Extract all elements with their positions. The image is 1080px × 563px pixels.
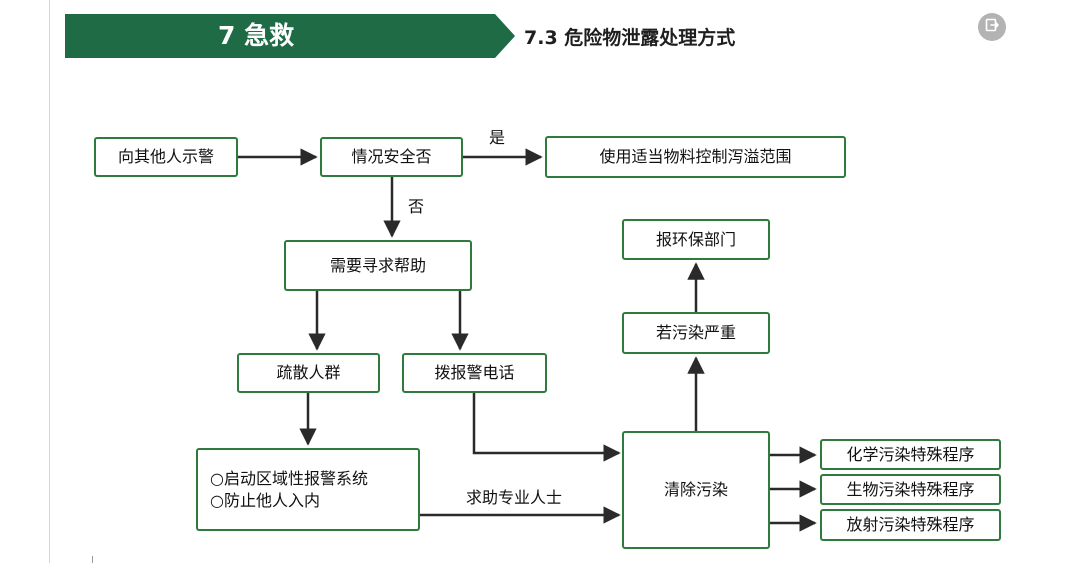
node-need-help: 需要寻求帮助 [284,240,472,291]
node-label: 拨报警电话 [434,363,515,382]
node-label: 向其他人示警 [117,147,214,166]
node-radioactive: 放射污染特殊程序 [820,509,1001,541]
edge-label-seek-professionals: 求助专业人士 [466,488,563,507]
node-label: 生物污染特殊程序 [846,479,975,499]
left-page-rule [49,0,50,563]
node-label: 使用适当物料控制泻溢范围 [599,147,792,166]
node-report-env: 报环保部门 [622,219,770,260]
node-biological: 生物污染特殊程序 [820,474,1001,505]
node-control-spill: 使用适当物料控制泻溢范围 [545,136,846,178]
node-if-serious: 若污染严重 [622,312,770,354]
node-chemical: 化学污染特殊程序 [820,439,1001,470]
node-warn-others: 向其他人示警 [94,137,238,177]
bottom-tick-mark [92,556,93,563]
node-is-safe: 情况安全否 [320,137,463,177]
section-title: 7.3 危险物泄露处理方式 [524,27,736,49]
node-call-alarm: 拨报警电话 [402,353,547,393]
node-label: 化学污染特殊程序 [846,444,975,464]
exit-icon [984,17,1000,37]
node-label: 疏散人群 [276,363,341,382]
node-label: 需要寻求帮助 [329,255,426,275]
node-label: 报环保部门 [655,229,736,249]
header-banner [65,14,515,58]
node-line-start-alarm: ○启动区域性报警系统 [210,468,368,488]
node-label: 放射污染特殊程序 [846,515,975,534]
node-evacuate: 疏散人群 [237,353,380,393]
chapter-title: 7 急救 [218,21,295,50]
node-label: 情况安全否 [351,147,432,166]
node-label: 若污染严重 [655,323,736,342]
node-label: 清除污染 [663,480,728,499]
exit-button[interactable] [978,13,1006,41]
edge-label-yes: 是 [489,128,506,147]
node-alarm-system: ○启动区域性报警系统 ○防止他人入内 [196,448,420,531]
edge-call-to-clean [472,393,621,462]
node-decontaminate: 清除污染 [622,431,770,549]
edge-label-no: 否 [408,197,425,216]
node-line-prevent-entry: ○防止他人入内 [210,490,320,510]
